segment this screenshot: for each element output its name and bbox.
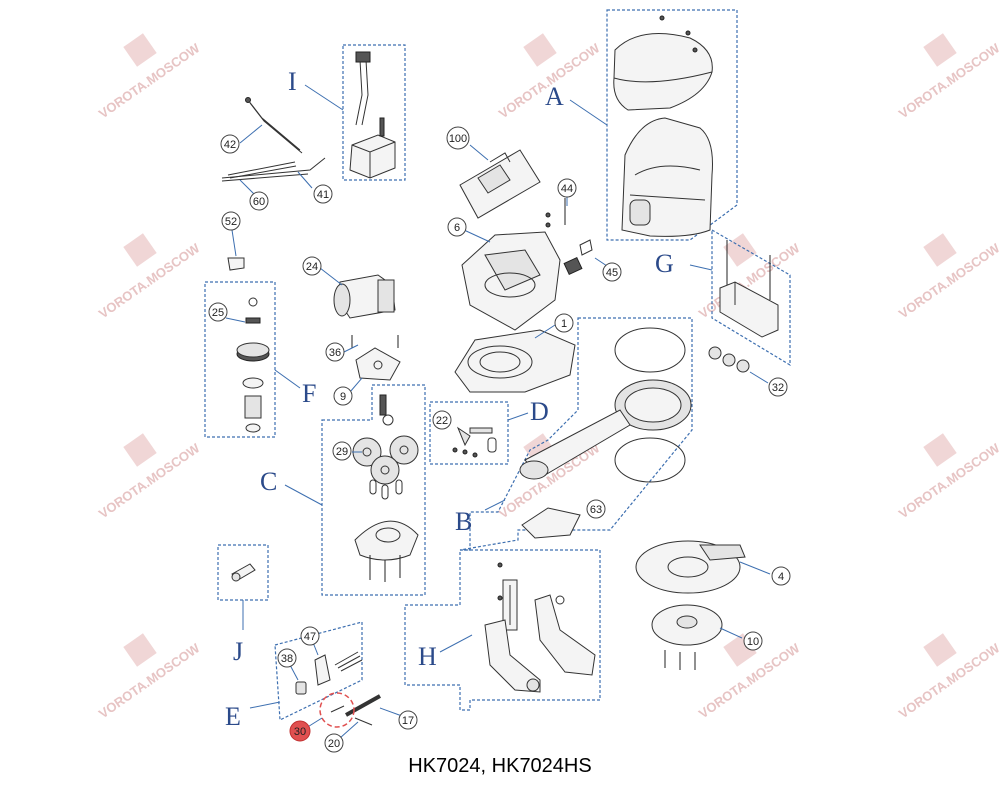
wire-harness <box>355 59 369 126</box>
svg-text:29: 29 <box>336 446 348 458</box>
callout-1: 1 <box>554 313 574 333</box>
group-g: G <box>655 228 791 384</box>
group-d: D <box>429 397 549 465</box>
callout-36: 36 <box>325 342 345 362</box>
svg-text:41: 41 <box>317 189 329 201</box>
group-letter-i: I <box>288 67 297 96</box>
svg-text:4: 4 <box>778 571 784 583</box>
group-letter-f: F <box>302 379 316 408</box>
group-letter-j: J <box>233 637 243 666</box>
svg-text:17: 17 <box>402 715 414 727</box>
callout-4: 4 <box>771 566 791 586</box>
group-c: C <box>260 384 426 596</box>
callout-47: 47 <box>300 626 320 646</box>
callout-52: 52 <box>221 211 241 231</box>
svg-text:63: 63 <box>590 504 602 516</box>
callout-9: 9 <box>333 386 353 406</box>
callout-42: 42 <box>220 134 240 154</box>
group-h: H <box>404 549 601 711</box>
top-cover <box>613 33 713 111</box>
callout-38: 38 <box>277 648 297 668</box>
svg-text:36: 36 <box>329 347 341 359</box>
part-callouts: 100 44 6 45 1 42 41 60 52 24 36 9 25 29 … <box>208 126 791 753</box>
callout-60: 60 <box>249 191 269 211</box>
model-caption: HK7024, HK7024HS <box>408 755 592 777</box>
callout-44: 44 <box>557 178 577 198</box>
highlight-circle <box>319 692 355 728</box>
svg-text:1: 1 <box>561 318 567 330</box>
callout-22: 22 <box>432 410 452 430</box>
svg-text:45: 45 <box>606 267 618 279</box>
group-letter-c: C <box>260 467 277 496</box>
group-letter-e: E <box>225 702 241 731</box>
group-j: J <box>217 544 269 666</box>
svg-text:32: 32 <box>772 382 784 394</box>
group-a: A <box>545 9 738 241</box>
transformer <box>349 134 396 179</box>
svg-text:9: 9 <box>340 391 346 403</box>
group-letter-h: H <box>418 642 437 671</box>
bracket-52 <box>227 229 245 271</box>
motor <box>319 267 396 319</box>
svg-text:52: 52 <box>225 216 237 228</box>
callout-29: 29 <box>332 441 352 461</box>
svg-text:38: 38 <box>281 653 293 665</box>
callout-6: 6 <box>447 217 467 237</box>
group-letter-d: D <box>530 397 549 426</box>
group-letter-g: G <box>655 249 674 278</box>
svg-text:22: 22 <box>436 415 448 427</box>
callout-25: 25 <box>208 302 228 322</box>
svg-text:25: 25 <box>212 307 224 319</box>
gear-base <box>461 229 611 331</box>
callout-20: 20 <box>324 733 344 753</box>
callout-24: 24 <box>302 256 322 276</box>
svg-text:20: 20 <box>328 738 340 750</box>
motor-plate <box>343 335 401 393</box>
lower-housing <box>454 324 576 393</box>
group-i: I <box>288 44 406 181</box>
control-board <box>459 144 568 228</box>
svg-text:44: 44 <box>561 183 573 195</box>
callout-41: 41 <box>313 184 333 204</box>
svg-text:10: 10 <box>747 636 759 648</box>
svg-text:47: 47 <box>304 631 316 643</box>
svg-text:6: 6 <box>454 222 460 234</box>
svg-text:24: 24 <box>306 261 318 273</box>
svg-text:60: 60 <box>253 196 265 208</box>
group-letter-b: B <box>455 507 472 536</box>
callout-45: 45 <box>602 262 622 282</box>
svg-text:30: 30 <box>294 726 306 738</box>
svg-text:100: 100 <box>449 133 467 145</box>
callout-32: 32 <box>768 377 788 397</box>
encoder-disc <box>651 604 743 670</box>
svg-text:42: 42 <box>224 139 236 151</box>
group-e: E <box>225 621 403 739</box>
limit-plate <box>635 540 771 594</box>
callout-30: 30 <box>289 720 311 742</box>
callout-63: 63 <box>586 499 606 519</box>
group-f: F <box>204 281 316 438</box>
cables-left <box>221 97 326 196</box>
group-letter-a: A <box>545 82 564 111</box>
callout-10: 10 <box>743 631 763 651</box>
callout-17: 17 <box>398 710 418 730</box>
callout-100: 100 <box>446 126 470 150</box>
